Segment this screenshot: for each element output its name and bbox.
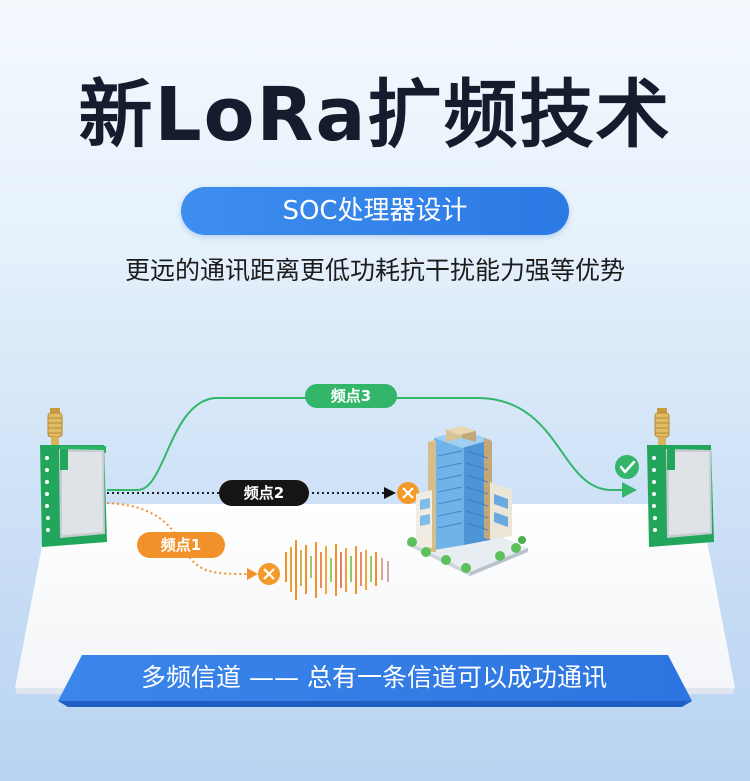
page-title: 新LoRa扩频技术	[78, 72, 672, 158]
page-subtitle: 更远的通讯距离更低功耗抗干扰能力强等优势	[124, 256, 625, 285]
channel-2-label: 频点2	[219, 480, 309, 506]
channel-1-label: 频点1	[137, 532, 225, 558]
channel-3-arrow	[622, 482, 637, 498]
channel-2-blocked-icon	[397, 482, 419, 504]
channel-1-blocked-icon	[258, 563, 280, 585]
channel-1-arrow	[247, 568, 258, 580]
banner-text: 多频信道 —— 总有一条信道可以成功通讯	[141, 663, 607, 692]
building-icon	[407, 426, 528, 576]
channel-3-label: 频点3	[305, 384, 397, 408]
banner-shape	[58, 655, 692, 701]
success-check-icon	[615, 455, 639, 479]
interference-signal-icon	[285, 540, 389, 600]
channel-2-arrow	[384, 487, 396, 499]
lora-module-left	[40, 408, 107, 547]
lora-module-right	[647, 408, 714, 547]
feature-badge: SOC处理器设计	[181, 187, 569, 235]
channel-3-path	[107, 397, 628, 491]
